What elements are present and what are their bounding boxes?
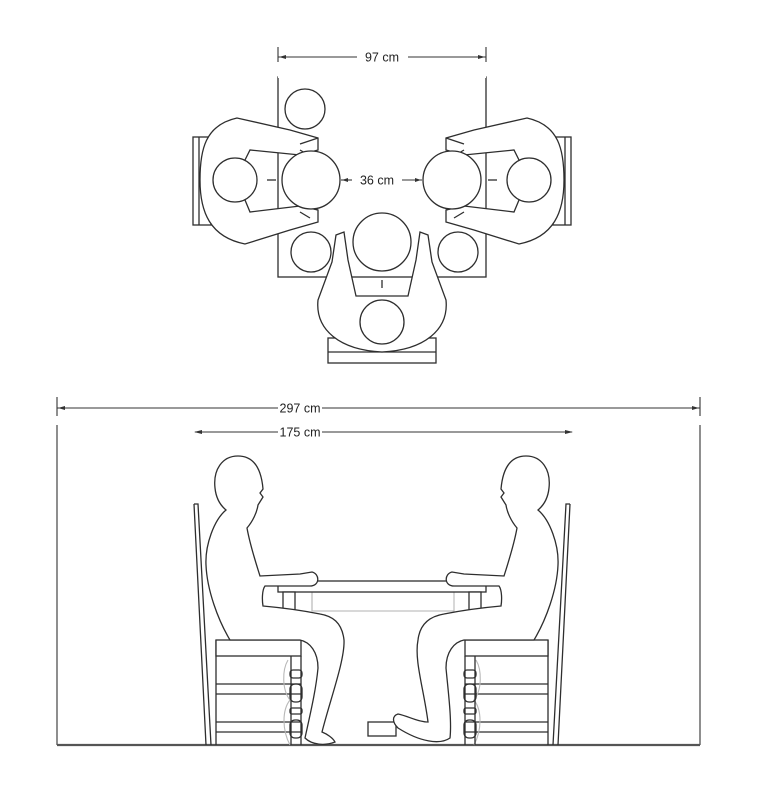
- plate-right: [422, 150, 482, 210]
- dimension-label-97: 97 cm: [365, 51, 399, 65]
- table-foot: [367, 721, 397, 737]
- dimension-label-36: 36 cm: [360, 174, 394, 188]
- person-left-side: [205, 455, 345, 745]
- elevation-view: 297 cm 175 cm: [56, 397, 701, 747]
- chair-right-side: [463, 503, 571, 746]
- dimension-label-175: 175 cm: [280, 426, 321, 440]
- side-plate: [290, 231, 332, 273]
- dimension-overall: 297 cm: [56, 397, 701, 416]
- plate-left: [281, 150, 341, 210]
- side-plate: [437, 231, 479, 273]
- plan-view: 97 cm: [192, 47, 572, 364]
- person-right-side: [392, 455, 559, 743]
- plate-bottom: [352, 212, 412, 272]
- table-pedestal: [311, 591, 455, 612]
- dimension-label-297: 297 cm: [280, 402, 321, 416]
- dimension-table-width: 97 cm: [277, 47, 487, 65]
- person-bottom-plan: [317, 231, 447, 353]
- side-plate: [284, 88, 326, 130]
- dimension-plate-gap: 36 cm: [341, 172, 422, 188]
- chair-left-side: [193, 503, 303, 746]
- dimension-inner: 175 cm: [194, 426, 573, 440]
